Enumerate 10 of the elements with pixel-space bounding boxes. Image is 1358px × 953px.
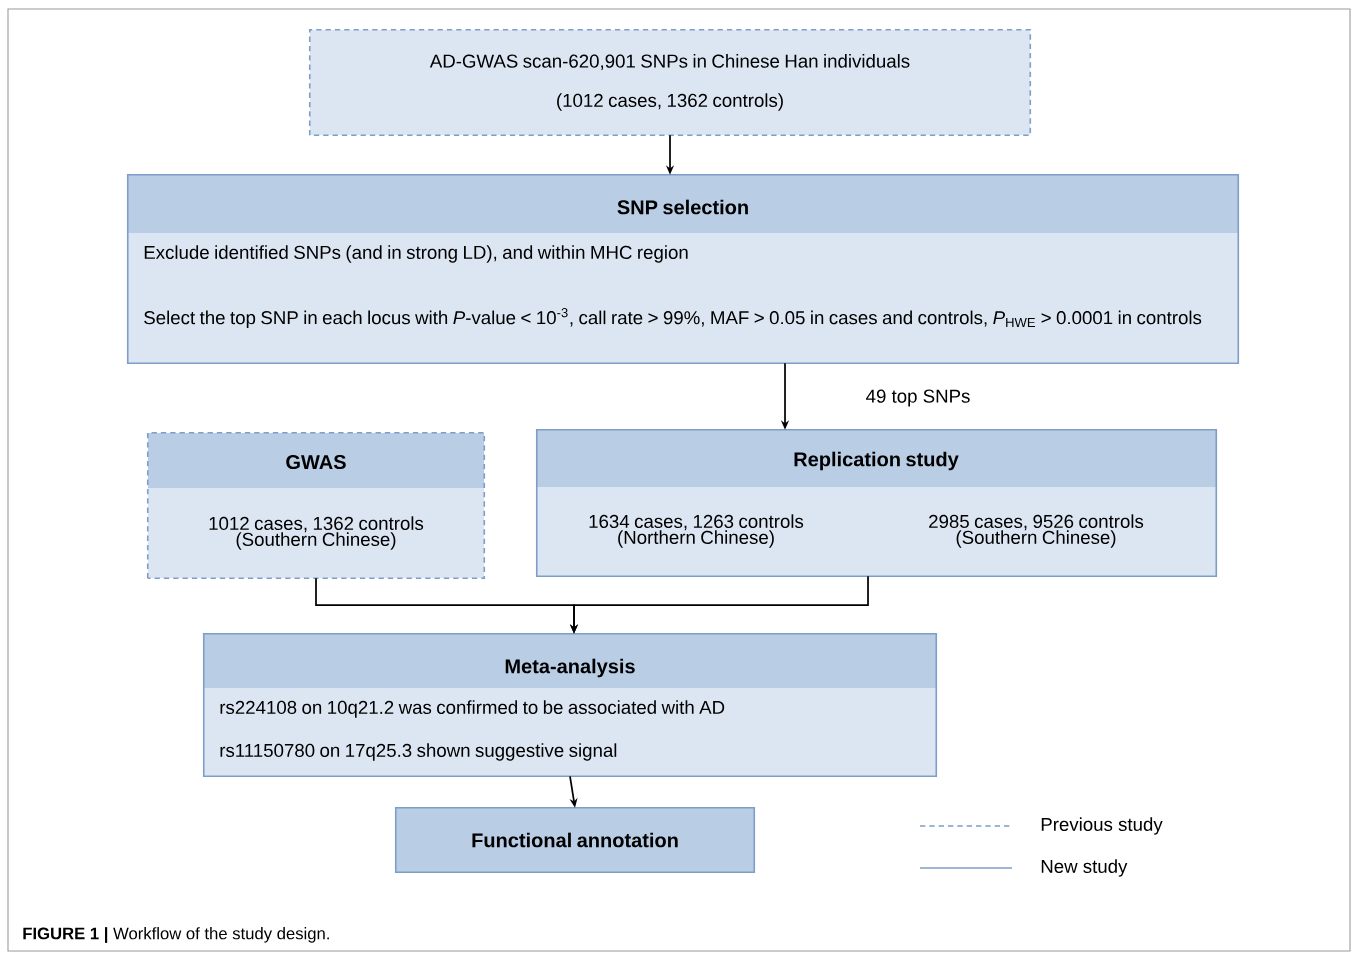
legend-item: New study bbox=[919, 859, 1128, 877]
process-box: Functional annotation bbox=[394, 806, 756, 874]
process-box: SNP selection Exclude identified SNPs (and in strong LD), and within MHC region Select the top SNP in each locus with P-value < 10$^{-3}$, call rate > 99%, MAF > 0.05 in cases and controls, P$_{HWE}$ > 0.0001 in controls bbox=[126, 173, 1240, 365]
study-box: GWAS 1012 cases, 1362 controls (Southern Chinese) bbox=[146, 431, 486, 580]
process-box: Meta-analysis rs224108 on 10q21.2 was confirmed to be associated with AD rs11150780 on 17q25.3 shown suggestive signal bbox=[202, 632, 938, 778]
study-box: Replication study 1634 cases, 1263 controls (Northern Chinese) 2985 cases, 9526 controls (Southern Chinese) bbox=[535, 428, 1218, 578]
figure-caption: FIGURE 1 | Workflow of the study design. bbox=[23, 927, 329, 943]
edge-label: 49 top SNPs bbox=[864, 388, 972, 408]
study-box: AD-GWAS scan-620,901 SNPs in Chinese Han individuals (1012 cases, 1362 controls) bbox=[308, 28, 1032, 137]
legend-item: Previous study bbox=[919, 817, 1163, 835]
